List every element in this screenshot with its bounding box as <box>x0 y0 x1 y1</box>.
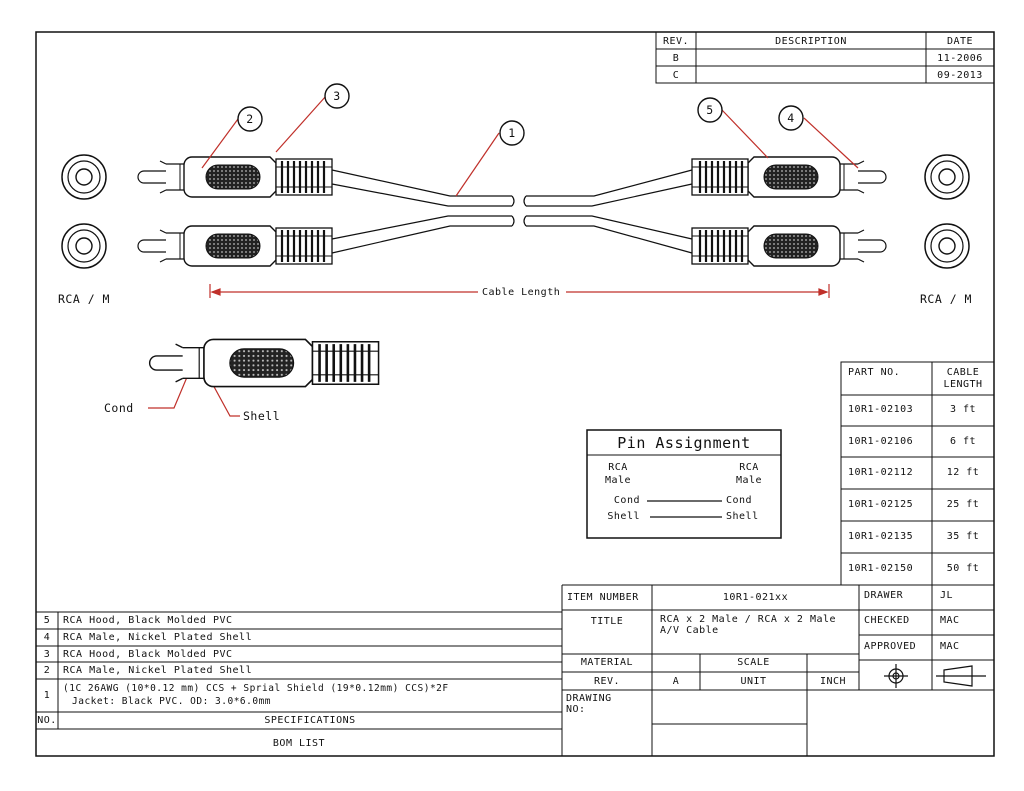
bom-spec: Jacket: Black PVC. OD: 3.0*6.0mm <box>72 696 272 707</box>
part-number: 10R1-02135 <box>848 531 914 542</box>
callout-4: 4 <box>787 111 795 125</box>
pin-cond-left: Cond <box>613 495 640 506</box>
bom-spec: RCA Male, Nickel Plated Shell <box>63 665 253 676</box>
part-length: 25 ft <box>946 499 980 510</box>
cable-length-label: Cable Length <box>482 287 561 298</box>
approved-value: MAC <box>940 641 960 652</box>
pin-assignment-title: Pin Assignment <box>617 434 751 452</box>
part-number: 10R1-02125 <box>848 499 914 510</box>
rev-date: 09-2013 <box>937 70 983 81</box>
cable-length-header: LENGTH <box>943 379 983 390</box>
projection-symbol-icon <box>884 664 986 688</box>
drawer-label: DRAWER <box>864 590 904 601</box>
rev-label: REV. <box>593 676 621 687</box>
part-no-header: PART NO. <box>848 367 901 378</box>
unit-value: INCH <box>819 676 847 687</box>
pin-right-header: Male <box>735 475 763 486</box>
title-line-2: A/V Cable <box>660 625 719 636</box>
scale-label: SCALE <box>737 657 770 668</box>
material-label: MATERIAL <box>580 657 634 668</box>
cond-label: Cond <box>104 401 134 415</box>
drawing-no-label: DRAWING NO: <box>566 693 612 715</box>
pin-left-header: RCA <box>608 462 628 473</box>
rev-header: REV. <box>662 36 690 47</box>
title-label: TITLE <box>590 616 624 627</box>
checked-value: MAC <box>940 615 960 626</box>
rev-date: 11-2006 <box>937 53 983 64</box>
unit-label: UNIT <box>740 676 767 687</box>
pin-left-header: Male <box>604 475 632 486</box>
callout-leaders <box>148 95 859 417</box>
cable-length-dimension <box>209 284 830 298</box>
pin-right-header: RCA <box>739 462 759 473</box>
rca-socket-icon <box>924 154 970 200</box>
bom-spec: RCA Hood, Black Molded PVC <box>63 649 233 660</box>
bom-no: 3 <box>43 649 51 660</box>
part-length: 6 ft <box>949 436 977 447</box>
rev-value: C <box>672 70 680 81</box>
item-number-value: 10R1-021xx <box>722 592 789 603</box>
bom-spec: RCA Hood, Black Molded PVC <box>63 615 233 626</box>
checked-label: CHECKED <box>864 615 910 626</box>
part-length: 3 ft <box>949 404 977 415</box>
callout-2: 2 <box>246 112 254 126</box>
date-header: DATE <box>946 36 974 47</box>
rev-value: B <box>672 53 680 64</box>
part-length: 35 ft <box>946 531 980 542</box>
callout-1: 1 <box>508 126 516 140</box>
bom-footer: BOM LIST <box>272 738 326 749</box>
part-number: 10R1-02103 <box>848 404 914 415</box>
revision-table-lines <box>655 31 995 84</box>
rca-socket-icon <box>924 223 970 269</box>
part-number: 10R1-02150 <box>848 563 914 574</box>
rca-plug-detail <box>148 338 380 388</box>
callout-5-circle <box>697 97 723 123</box>
cable-length-header: CABLE <box>946 367 980 378</box>
rev-value-block: A <box>672 676 680 687</box>
item-number-label: ITEM NUMBER <box>567 592 639 603</box>
bom-spec: RCA Male, Nickel Plated Shell <box>63 632 253 643</box>
rca-plug-top-left <box>136 155 334 199</box>
title-line-1: RCA x 2 Male / RCA x 2 Male <box>660 614 837 625</box>
callout-3: 3 <box>333 89 341 103</box>
bom-no: 5 <box>43 615 51 626</box>
part-number: 10R1-02106 <box>848 436 914 447</box>
callout-1-circle <box>499 120 525 146</box>
callout-3-circle <box>324 83 350 109</box>
rca-plug-bottom-left <box>136 224 334 268</box>
approved-label: APPROVED <box>864 641 917 652</box>
rca-socket-icon <box>61 154 107 200</box>
pin-assignment-box <box>586 429 782 539</box>
rca-socket-icon <box>61 223 107 269</box>
cable-lines <box>331 169 693 254</box>
bom-spec: (1C 26AWG (10*0.12 mm) CCS + Sprial Shie… <box>63 683 449 694</box>
callout-2-circle <box>237 106 263 132</box>
bom-no-header: NO. <box>37 715 57 726</box>
callout-4-circle <box>778 105 804 131</box>
rca-right-label: RCA / M <box>920 292 972 306</box>
rca-plug-top-right <box>690 155 888 199</box>
bom-no: 1 <box>43 690 51 701</box>
bom-no: 4 <box>43 632 51 643</box>
bom-table-lines <box>36 611 562 730</box>
title-block-lines <box>561 584 994 756</box>
part-length: 12 ft <box>946 467 980 478</box>
rca-left-label: RCA / M <box>58 292 110 306</box>
pin-shell-left: Shell <box>607 511 640 522</box>
bom-spec-header: SPECIFICATIONS <box>264 715 356 726</box>
callout-5: 5 <box>706 103 714 117</box>
shell-label: Shell <box>243 409 281 423</box>
rca-plug-bottom-right <box>690 224 888 268</box>
part-length: 50 ft <box>946 563 980 574</box>
drawer-value: JL <box>940 590 954 601</box>
bom-no: 2 <box>43 665 51 676</box>
pin-cond-right: Cond <box>726 495 753 506</box>
description-header: DESCRIPTION <box>775 36 847 47</box>
pin-shell-right: Shell <box>726 511 759 522</box>
part-number: 10R1-02112 <box>848 467 914 478</box>
